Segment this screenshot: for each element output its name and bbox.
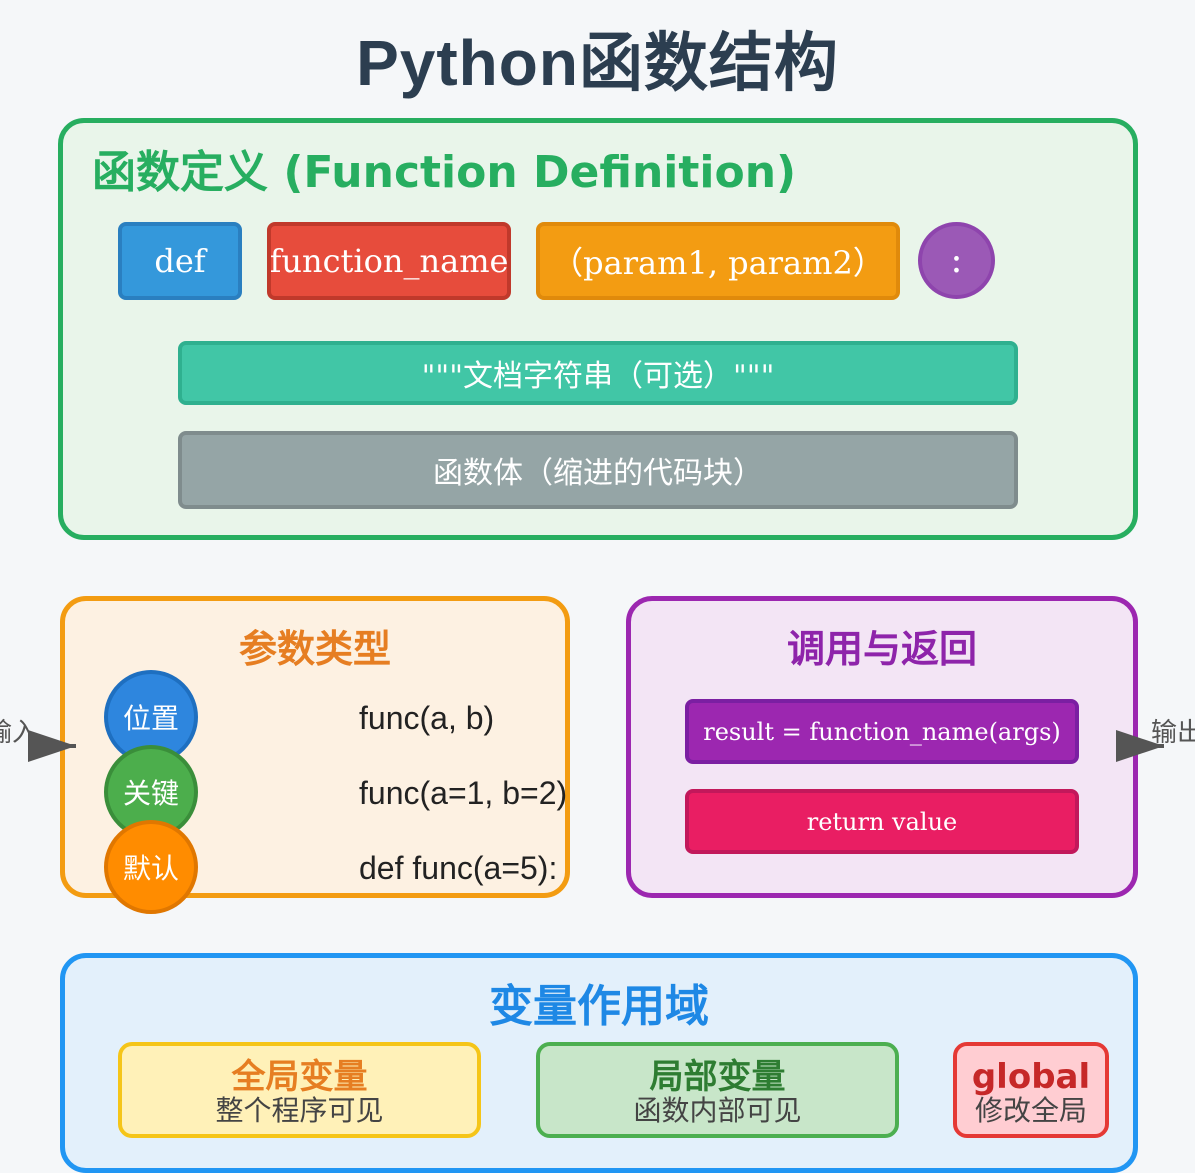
- default-circle: 默认: [104, 820, 198, 914]
- parameter-types-heading: 参数类型: [238, 627, 391, 671]
- global-variable-title: 全局变量: [231, 1057, 368, 1097]
- call-return-heading: 调用与返回: [786, 627, 977, 671]
- function-name-block: function_name: [267, 222, 511, 300]
- global-keyword-box: global 修改全局: [953, 1042, 1109, 1138]
- local-variable-title: 局部变量: [649, 1057, 786, 1097]
- global-keyword-title: global: [971, 1057, 1091, 1097]
- page-title: Python函数结构: [356, 27, 839, 99]
- input-arrow-icon: [28, 730, 76, 762]
- function-body-block: 函数体（缩进的代码块）: [178, 431, 1018, 509]
- parameters-block: （param1, param2）: [536, 222, 900, 300]
- return-statement: return value: [685, 789, 1079, 854]
- colon-block: :: [918, 222, 995, 299]
- def-keyword-block: def: [118, 222, 242, 300]
- keyword-example: func(a=1, b=2): [359, 775, 568, 811]
- docstring-block: """文档字符串（可选）""": [178, 341, 1018, 405]
- output-label: 输出: [1151, 718, 1195, 748]
- local-variable-box: 局部变量 函数内部可见: [536, 1042, 899, 1138]
- global-keyword-desc: 修改全局: [974, 1094, 1087, 1127]
- global-variable-desc: 整个程序可见: [215, 1094, 384, 1127]
- positional-example: func(a, b): [359, 700, 495, 736]
- keyword-circle: 关键: [104, 745, 198, 839]
- variable-scope-heading: 变量作用域: [489, 981, 709, 1032]
- output-arrow-icon: [1116, 730, 1164, 762]
- default-example: def func(a=5):: [359, 850, 558, 886]
- global-variable-box: 全局变量 整个程序可见: [118, 1042, 481, 1138]
- local-variable-desc: 函数内部可见: [633, 1094, 802, 1127]
- call-expression: result = function_name(args): [685, 699, 1079, 764]
- definition-heading: 函数定义 (Function Definition): [92, 147, 797, 198]
